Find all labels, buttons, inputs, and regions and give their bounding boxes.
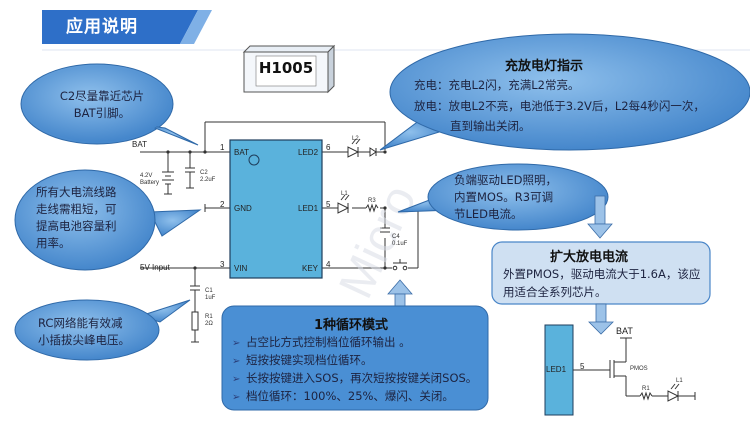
battery-symbol [162, 171, 174, 195]
pin-number-5: 5 [326, 200, 331, 209]
callout-charge [379, 33, 750, 151]
pin-number-2: 2 [220, 200, 225, 209]
pin-number-3: 3 [220, 260, 225, 269]
bat-net-label: BAT [132, 140, 147, 149]
pin-number-4: 4 [326, 260, 331, 269]
charge-line2: 放电：放电L2不亮，电池低于3.2V后，L2每4秒闪一次， [414, 99, 705, 113]
mode-title: 1种循环模式 [314, 318, 389, 333]
expand-line1: 外置PMOS，驱动电流大于1.6A，该应 [503, 267, 701, 281]
ext-r1-label: R1 [642, 386, 650, 392]
circuit-wires [140, 121, 419, 342]
mode-item: ➢占空比方式控制档位循环输出 。 [232, 335, 411, 349]
ext-pmos-circuit [544, 324, 696, 416]
bullet-arrow-icon: ➢ [232, 356, 241, 367]
title-banner [42, 10, 212, 44]
bullet-arrow-icon: ➢ [232, 374, 241, 385]
charge-title: 充放电灯指示 [505, 59, 584, 74]
pin-key-label: KEY [302, 264, 319, 273]
pin-number-6: 6 [326, 143, 331, 152]
c4-capacitor [380, 227, 390, 233]
mode-item: ➢档位循环：100%、25%、爆闪、关闭。 [232, 389, 454, 403]
ext-led1-label: LED1 [546, 365, 567, 374]
callout-current-note [14, 169, 202, 271]
key-switch [392, 259, 408, 271]
page-title: 应用说明 [66, 17, 138, 37]
pin-gnd-label: GND [234, 204, 252, 213]
arrow-to-ext-circuit [588, 303, 614, 335]
mode-box [221, 305, 489, 411]
rc-note-text: RC网络能有效减小插拔尖峰电压。 [38, 316, 130, 347]
mode-item: ➢短按按键实现档位循环。 [232, 353, 373, 367]
ext-pin-number: 5 [580, 362, 585, 371]
callout-rc-note [14, 299, 191, 361]
ext-bat-label: BAT [616, 326, 633, 336]
expand-title: 扩大放电电流 [550, 250, 629, 265]
ext-pmos-label: PMOS [630, 366, 648, 372]
callout-led-drive [397, 163, 609, 231]
pin-number-1: 1 [220, 143, 225, 152]
expand-line2: 用适合全系列芯片。 [503, 285, 607, 299]
input-label: 5V Input [140, 263, 170, 272]
chip-body [229, 139, 323, 279]
bullet-arrow-icon: ➢ [232, 338, 241, 349]
r3-resistor [365, 203, 379, 213]
charge-line3: 直到输出关闭。 [450, 119, 531, 133]
callout-c2-note [20, 63, 199, 146]
arrow-to-expand [587, 195, 613, 239]
pin6-diode [369, 147, 377, 157]
current-note-text: 所有大电流线路走线需粗短，可提高电池容量利用率。 [36, 185, 117, 250]
junction-dots [166, 150, 387, 270]
pin-led2-label: LED2 [298, 148, 319, 157]
pin-bat-label: BAT [234, 148, 249, 157]
chip-pin1-marker [248, 154, 260, 166]
l2-label: L2 [352, 136, 359, 142]
c2-capacitor [185, 167, 195, 189]
ext-l1-label: L1 [676, 378, 683, 384]
chip-label-box [242, 44, 336, 94]
charge-line1: 充电：充电L2闪，充满L2常亮。 [414, 78, 580, 92]
l2-led [347, 138, 361, 158]
r3-label: R3 [368, 198, 376, 204]
bullet-arrow-icon: ➢ [232, 392, 241, 403]
l1-label: L1 [341, 191, 348, 197]
led-drive-text: 负端驱动LED照明，内置MOS。R3可调节LED电流。 [454, 173, 558, 221]
chip-name: H1005 [258, 59, 314, 77]
pin-vin-label: VIN [234, 264, 248, 273]
mode-item: ➢长按按键进入SOS，再次短按按键关闭SOS。 [232, 371, 478, 385]
c1-capacitor [190, 285, 200, 300]
l1-led [337, 194, 350, 214]
r1-resistor [191, 311, 199, 331]
pin-led1-label: LED1 [298, 204, 319, 213]
